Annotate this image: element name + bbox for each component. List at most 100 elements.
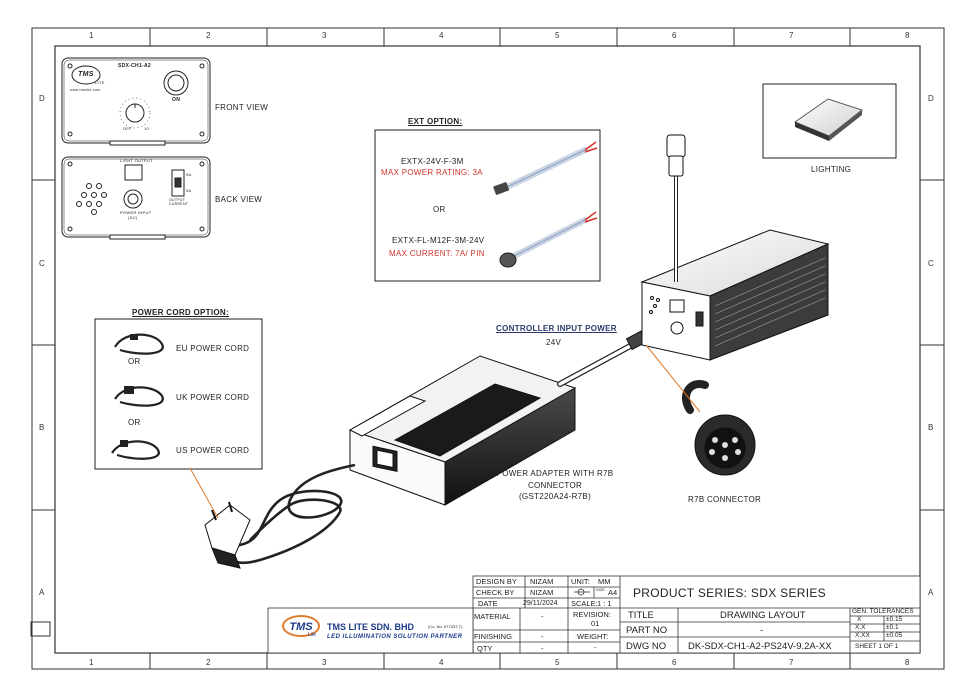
unit-label: UNIT: — [571, 577, 590, 586]
back-light-output: LIGHT OUTPUT — [120, 158, 153, 163]
power-cord-eu: EU POWER CORD — [176, 344, 250, 353]
check-by-label: CHECK BY — [476, 588, 515, 597]
controller-input-title: CONTROLLER INPUT POWER — [496, 324, 617, 333]
tol-x-value: ±0.15 — [886, 616, 903, 623]
tol-xx-label: X.X — [855, 624, 866, 631]
leader-lines — [189, 344, 701, 519]
scale-value: 1 : 1 — [597, 599, 612, 608]
gen-tolerances-label: GEN. TOLERANCES — [852, 608, 914, 615]
power-cord-us: US POWER CORD — [176, 446, 250, 455]
grid-col-3-top: 3 — [322, 31, 327, 40]
grid-row-b-right: B — [928, 423, 934, 432]
grid-col-4-top: 4 — [439, 31, 444, 40]
power-adapter-drawing — [204, 327, 653, 569]
ext-option-title: EXT OPTION: — [408, 117, 463, 126]
size-value: A4 — [608, 588, 618, 597]
title-block-frame — [267, 575, 921, 654]
grid-row-d-right: D — [928, 94, 934, 103]
front-website: www.tmslite.com — [70, 88, 101, 92]
ext-or: OR — [433, 205, 446, 214]
ext-option-box — [374, 129, 601, 282]
grid-row-d-left: D — [39, 94, 45, 103]
grid-row-a-left: A — [39, 588, 45, 597]
controller-drawing — [640, 134, 830, 361]
grid-col-5-bottom: 5 — [555, 658, 560, 667]
company-name: TMS LITE SDN. BHD — [327, 622, 414, 632]
ext-item1-spec: MAX POWER RATING: 3A — [381, 168, 483, 177]
product-series: PRODUCT SERIES: SDX SERIES — [633, 586, 826, 600]
size-label: SIZE — [596, 587, 605, 592]
grid-col-6-bottom: 6 — [672, 658, 677, 667]
design-by-value: NIZAM — [530, 577, 554, 586]
tol-x-label: X — [857, 616, 862, 623]
finishing-value: - — [541, 632, 544, 641]
controller-input-voltage: 24V — [546, 338, 562, 347]
grid-col-4-bottom: 4 — [439, 658, 444, 667]
front-view-label: FRONT VIEW — [215, 103, 269, 112]
r7b-connector-label: R7B CONNECTOR — [688, 495, 762, 504]
company-logo-text: TMS — [289, 621, 313, 633]
front-logo: TMS — [78, 71, 94, 78]
part-no-value: - — [760, 625, 764, 636]
title-label: TITLE — [628, 610, 654, 621]
back-power-input: POWER INPUT — [120, 210, 152, 215]
r7b-connector-drawing — [682, 380, 756, 476]
grid-col-7-top: 7 — [789, 31, 794, 40]
grid-col-1-bottom: 1 — [89, 658, 94, 667]
grid-col-3-bottom: 3 — [322, 658, 327, 667]
power-cord-or-1: OR — [128, 357, 141, 366]
date-value: 29/11/2024 — [523, 600, 558, 607]
weight-value: - — [594, 643, 597, 652]
ext-item2-spec: MAX CURRENT: 7A/ PIN — [389, 249, 485, 258]
adapter-line-3: (GST220A24-R7B) — [518, 492, 592, 502]
date-label: DATE — [478, 599, 498, 608]
adapter-line-1: POWER ADAPTER WITH R7B — [496, 469, 614, 478]
back-view-label: BACK VIEW — [215, 195, 263, 204]
tol-xxx-value: ±0.05 — [886, 632, 903, 639]
unit-value: MM — [598, 577, 611, 586]
power-cord-or-2: OR — [128, 418, 141, 427]
grid-col-8-top: 8 — [905, 31, 910, 40]
tol-xx-value: ±0.1 — [886, 624, 899, 631]
check-by-value: NIZAM — [530, 588, 554, 597]
front-view-drawing — [61, 57, 211, 146]
grid-col-2-bottom: 2 — [206, 658, 211, 667]
front-model-text: SDX-CH1-A2 — [118, 63, 152, 69]
lighting-label: LIGHTING — [811, 165, 852, 174]
power-cord-title: POWER CORD OPTION: — [132, 308, 229, 317]
dwg-no-value: DK-SDX-CH1-A2-PS24V-9.2A-XX — [688, 641, 832, 652]
sheet-label: SHEET 1 OF 1 — [855, 643, 899, 650]
grid-row-a-right: A — [928, 588, 934, 597]
design-by-label: DESIGN BY — [476, 577, 517, 586]
grid-row-b-left: B — [39, 423, 45, 432]
front-knob-off: OFF — [123, 126, 132, 131]
back-output-current: OUTPUT CURRENT — [169, 198, 189, 206]
adapter-line-2: CONNECTOR — [527, 480, 583, 490]
finishing-label: FINISHING — [474, 632, 512, 641]
power-cord-uk: UK POWER CORD — [176, 393, 250, 402]
grid-col-5-top: 5 — [555, 31, 560, 40]
company-logo-sub: Lite — [308, 632, 317, 638]
back-power-input-sub: (DC) — [128, 215, 138, 220]
grid-col-8-bottom: 8 — [905, 658, 910, 667]
front-on-label: ON — [172, 97, 181, 103]
title-value: DRAWING LAYOUT — [720, 610, 806, 621]
qty-label: QTY — [477, 644, 493, 653]
part-no-label: PART NO — [626, 625, 668, 636]
qty-value: - — [541, 644, 544, 653]
material-value: - — [541, 612, 544, 621]
power-cord-option-box — [94, 318, 263, 470]
grid-col-6-top: 6 — [672, 31, 677, 40]
dwg-no-label: DWG NO — [626, 641, 667, 652]
tol-xxx-label: X.XX — [855, 632, 870, 639]
front-knob-max: 10 — [144, 126, 150, 131]
back-current-hi: 9A — [186, 172, 192, 177]
grid-col-1-top: 1 — [89, 31, 94, 40]
grid-row-c-right: C — [928, 259, 934, 268]
scale-label: SCALE: — [571, 599, 598, 608]
back-view-drawing — [61, 156, 211, 240]
lighting-box — [762, 83, 897, 159]
material-label: MATERIAL — [474, 612, 511, 621]
